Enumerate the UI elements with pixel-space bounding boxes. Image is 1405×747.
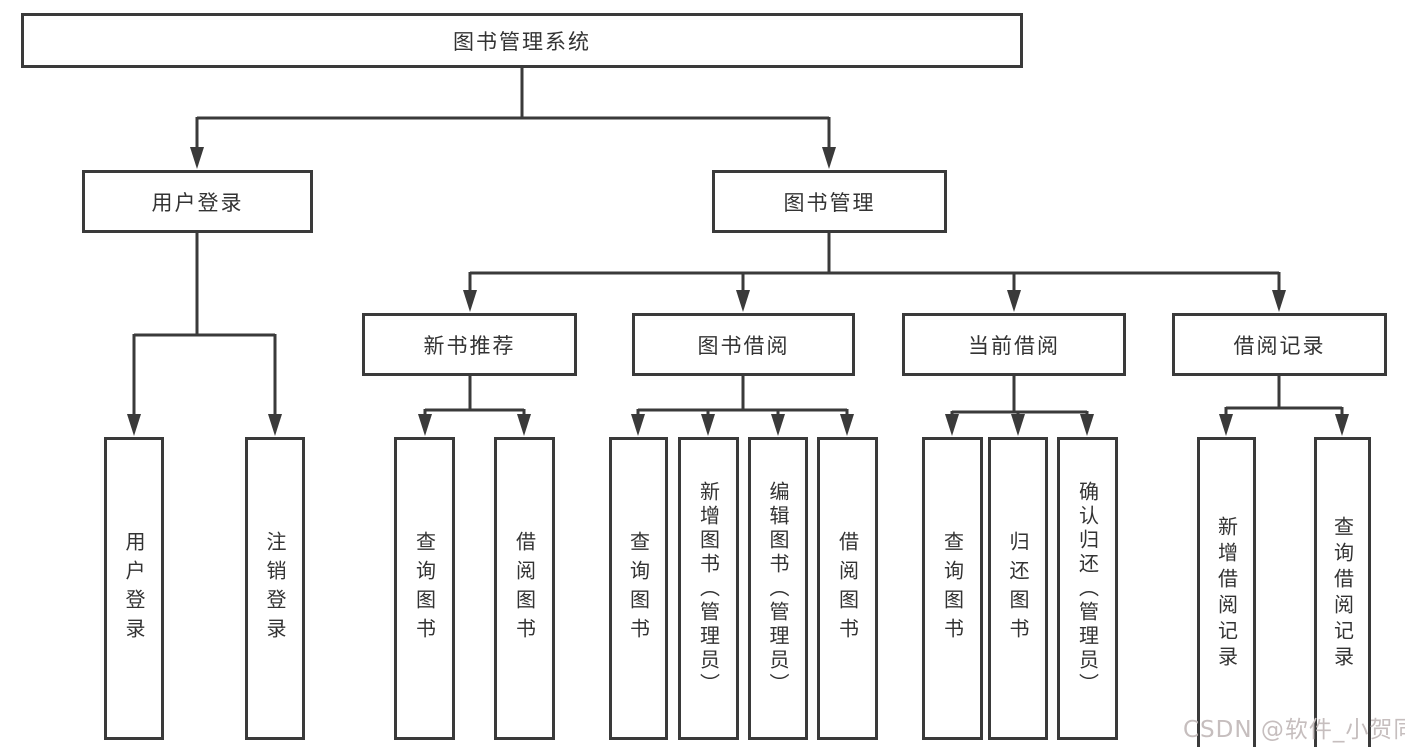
- node-borrowing-records: 借阅记录: [1172, 313, 1387, 376]
- arrowhead: [268, 414, 282, 436]
- connector-borrow-to-leaves: [631, 375, 854, 436]
- leaf-add-borrow-record: 新增借阅记录: [1197, 437, 1256, 747]
- connector-root-to-level1: [190, 68, 836, 169]
- arrowhead: [945, 414, 959, 436]
- node-new-book-recommend: 新书推荐: [362, 313, 577, 376]
- arrowhead: [463, 290, 477, 312]
- leaf-confirm-return-admin: 确认归还（管理员）: [1057, 437, 1118, 740]
- connector-newbook-to-leaves: [418, 375, 531, 436]
- leaf-borrow-books: 借阅图书: [817, 437, 878, 740]
- leaf-query-books-recommend: 查询图书: [394, 437, 455, 740]
- connector-current-to-leaves: [945, 375, 1094, 436]
- csdn-watermark: CSDN @软件_小贺同学: [1183, 717, 1405, 743]
- arrowhead: [840, 414, 854, 436]
- leaf-query-books-current: 查询图书: [922, 437, 983, 740]
- leaf-query-books-borrow: 查询图书: [609, 437, 668, 740]
- node-book-management: 图书管理: [712, 170, 947, 233]
- arrowhead: [1335, 414, 1349, 436]
- leaf-borrow-books-recommend: 借阅图书: [494, 437, 555, 740]
- leaf-query-borrow-record: 查询借阅记录: [1314, 437, 1371, 747]
- connector-record-to-leaves: [1219, 375, 1349, 436]
- leaf-return-books: 归还图书: [988, 437, 1048, 740]
- arrowhead: [1219, 414, 1233, 436]
- arrowhead: [631, 414, 645, 436]
- arrowhead: [190, 147, 204, 169]
- arrowhead: [1011, 414, 1025, 436]
- arrowhead: [1007, 290, 1021, 312]
- leaf-logout: 注销登录: [245, 437, 305, 740]
- node-root-library-system: 图书管理系统: [21, 13, 1023, 68]
- arrowhead: [1080, 414, 1094, 436]
- arrowhead: [418, 414, 432, 436]
- leaf-user-login: 用户登录: [104, 437, 164, 740]
- leaf-edit-books-admin: 编辑图书（管理员）: [748, 437, 808, 740]
- connector-bookmgmt-to-level2: [463, 232, 1286, 312]
- arrowhead: [517, 414, 531, 436]
- arrowhead: [822, 147, 836, 169]
- node-user-login: 用户登录: [82, 170, 313, 233]
- node-current-borrowing: 当前借阅: [902, 313, 1126, 376]
- arrowhead: [736, 290, 750, 312]
- connector-userlogin-to-leaves: [127, 232, 282, 436]
- arrowhead: [127, 414, 141, 436]
- leaf-add-books-admin: 新增图书（管理员）: [678, 437, 739, 740]
- arrowhead: [1272, 290, 1286, 312]
- node-book-borrowing: 图书借阅: [632, 313, 855, 376]
- arrowhead: [701, 414, 715, 436]
- arrowhead: [771, 414, 785, 436]
